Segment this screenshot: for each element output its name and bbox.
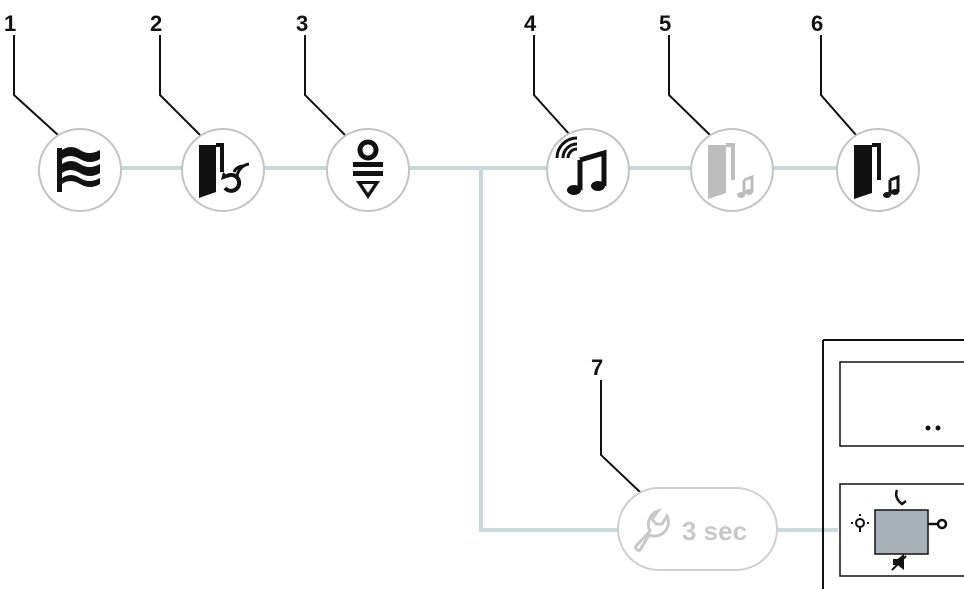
callout-number-3: 3 — [296, 11, 308, 36]
door-music-icon — [854, 143, 900, 199]
flag-icon — [57, 147, 100, 192]
phone-handset-icon — [894, 489, 907, 506]
status-dot — [935, 425, 941, 431]
callout-number-2: 2 — [150, 11, 162, 36]
hold-duration-label: 3 sec — [682, 516, 747, 546]
callout-number-1: 1 — [4, 11, 16, 36]
door-music-faded-icon — [708, 143, 754, 199]
callout-number-4: 4 — [524, 11, 537, 36]
hold-3-sec-button[interactable]: 3 sec — [617, 487, 778, 571]
callout-number-6: 6 — [811, 11, 823, 36]
key-icon — [928, 518, 948, 530]
connector-lines — [120, 166, 838, 532]
ringtone-music-icon — [555, 136, 607, 195]
menu-button-6[interactable] — [836, 128, 920, 212]
callout-number-7: 7 — [591, 355, 603, 380]
menu-button-5[interactable] — [690, 128, 774, 212]
callout-leaders — [13, 35, 857, 493]
intercom-device-panel — [822, 339, 964, 589]
callout-number-5: 5 — [659, 11, 671, 36]
device-screen-top — [839, 361, 964, 447]
wrench-icon — [634, 508, 670, 552]
menu-button-3[interactable] — [326, 128, 410, 212]
key-lock-icon — [353, 139, 383, 199]
mute-speaker-icon — [891, 553, 907, 571]
menu-button-1[interactable] — [38, 128, 122, 212]
device-display — [874, 509, 929, 555]
menu-button-2[interactable] — [181, 128, 265, 212]
menu-button-4[interactable] — [546, 128, 630, 212]
status-dot — [925, 425, 931, 431]
bulb-icon — [851, 514, 869, 532]
door-intercom-icon — [199, 143, 250, 198]
